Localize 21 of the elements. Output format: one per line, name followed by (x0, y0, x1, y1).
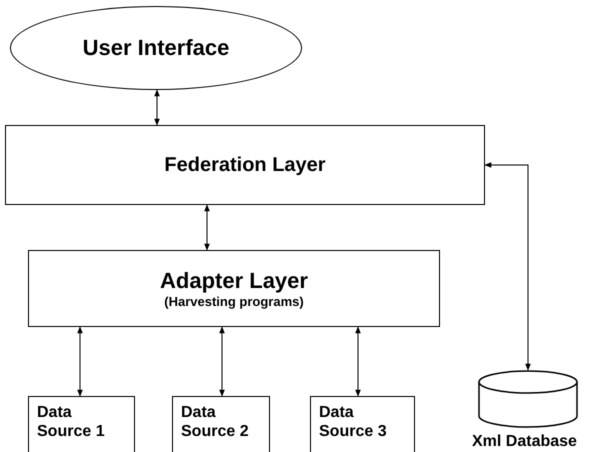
node-title: Federation Layer (164, 153, 326, 177)
connector-arrow (204, 204, 210, 251)
layer-box (5, 125, 485, 205)
data-source-box (172, 396, 270, 452)
node-title: Data Source 2 (181, 403, 250, 442)
data-source-box (310, 396, 415, 452)
layer-box (28, 250, 440, 327)
node-caption: Xml Database (472, 433, 577, 451)
connector-arrow (77, 326, 83, 397)
interface-ellipse (10, 6, 302, 90)
connector-arrow (484, 162, 531, 371)
node-title: Adapter Layer (160, 268, 308, 294)
node-subtitle: (Harvesting programs) (164, 294, 304, 310)
connector-arrow (219, 326, 225, 397)
database-cylinder (478, 370, 578, 428)
node-title: Data Source 3 (319, 403, 388, 442)
connector-arrow (355, 326, 361, 397)
connector-arrow (154, 89, 160, 126)
data-source-box (28, 396, 135, 452)
node-title: Data Source 1 (37, 403, 106, 442)
node-title: User Interface (82, 34, 230, 62)
